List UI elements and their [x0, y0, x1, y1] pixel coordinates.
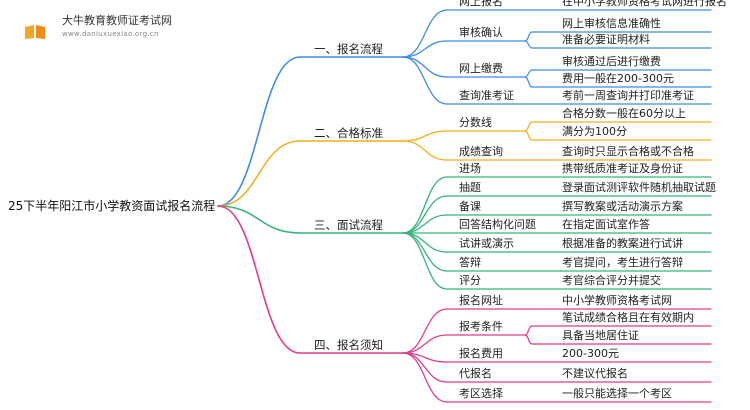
- detail-label: 合格分数一般在60分以上: [562, 107, 686, 120]
- detail-label: 撰写教案或活动演示方案: [562, 200, 683, 213]
- branch-connector-4: [217, 205, 301, 354]
- topic-label: 审核确认: [459, 26, 503, 39]
- topic-label: 网上缴费: [459, 62, 503, 75]
- detail-label: 准备必要证明材料: [562, 33, 650, 46]
- detail-label: 中小学教师资格考试网: [562, 294, 672, 307]
- topic-label: 网上报名: [459, 0, 503, 8]
- topic-connector: [402, 40, 448, 58]
- detail-connector: [524, 69, 533, 78]
- topic-label: 答辩: [459, 256, 481, 269]
- root-topic: 25下半年阳江市小学教资面试报名流程: [8, 199, 216, 213]
- branch-connector-3: [217, 205, 301, 234]
- detail-label: 在中小学教师资格考试网进行报名: [562, 0, 727, 8]
- detail-label: 考官综合评分并提交: [562, 274, 661, 287]
- detail-label: 考前一周查询并打印准考证: [562, 89, 694, 102]
- topic-label: 抽题: [459, 181, 481, 194]
- branch-connector-1: [217, 56, 301, 207]
- topic-label: 查询准考证: [459, 89, 514, 102]
- detail-connector: [524, 121, 533, 132]
- detail-label: 携带纸质准考证及身份证: [562, 162, 683, 175]
- detail-label: 费用一般在200-300元: [562, 72, 674, 85]
- topic-label: 考区选择: [459, 387, 503, 400]
- topic-connector: [402, 334, 448, 354]
- topic-label: 试讲或演示: [459, 237, 514, 250]
- topic-label: 代报名: [459, 367, 492, 380]
- branch-label: 一、报名流程: [314, 42, 383, 56]
- detail-label: 登录面试测评软件随机抽取试题: [562, 181, 716, 194]
- topic-label: 报名网址: [459, 294, 503, 307]
- detail-label: 考官提问，考生进行答辩: [562, 256, 683, 269]
- logo-title: 大牛教育教师证考试网: [62, 14, 172, 27]
- topic-connector: [402, 232, 448, 272]
- detail-label: 根据准备的教案进行试讲: [562, 237, 683, 250]
- detail-label: 网上审核信息准确性: [562, 17, 661, 30]
- topic-connector: [402, 232, 448, 290]
- book-icon: [25, 25, 45, 39]
- detail-label: 200-300元: [562, 347, 619, 360]
- topic-connector: [402, 352, 448, 403]
- detail-connector: [524, 325, 533, 336]
- topic-label: 进场: [459, 162, 481, 175]
- detail-connector: [524, 31, 533, 42]
- topic-connector: [402, 308, 448, 354]
- topic-connector: [402, 9, 448, 58]
- detail-connector: [524, 40, 533, 49]
- branch-label: 四、报名须知: [314, 338, 383, 352]
- detail-label: 笔试成绩合格且在有效期内: [562, 311, 694, 324]
- topic-label: 报考条件: [459, 320, 503, 333]
- topic-label: 分数线: [459, 116, 492, 129]
- branch-connector-2: [217, 140, 301, 207]
- topic-connector: [402, 130, 448, 142]
- topic-connector: [402, 140, 448, 161]
- detail-label: 具备当地居住证: [562, 329, 639, 342]
- branch-label: 二、合格标准: [314, 126, 383, 140]
- detail-label: 满分为100分: [562, 125, 627, 138]
- branch-label: 三、面试流程: [314, 218, 383, 232]
- topic-label: 评分: [459, 274, 481, 287]
- topic-label: 备课: [459, 200, 481, 213]
- detail-connector: [524, 130, 533, 141]
- detail-label: 查询时只显示合格或不合格: [562, 145, 694, 158]
- detail-label: 在指定面试室作答: [562, 218, 650, 231]
- detail-label: 不建议代报名: [562, 367, 628, 380]
- topic-label: 报名费用: [459, 347, 503, 360]
- logo-url: www.daniuxuexiao.org.cn: [62, 30, 159, 38]
- site-logo: 大牛教育教师证考试网 www.daniuxuexiao.org.cn: [10, 8, 172, 48]
- topic-label: 回答结构化问题: [459, 218, 536, 231]
- topic-connector: [402, 232, 448, 253]
- topic-connector: [402, 56, 448, 105]
- topic-label: 成绩查询: [459, 145, 503, 158]
- detail-connector: [524, 76, 533, 88]
- topic-connector: [402, 195, 448, 234]
- detail-connector: [524, 334, 533, 345]
- detail-label: 一般只能选择一个考区: [562, 387, 672, 400]
- detail-label: 审核通过后进行缴费: [562, 55, 661, 68]
- topic-connector: [402, 56, 448, 78]
